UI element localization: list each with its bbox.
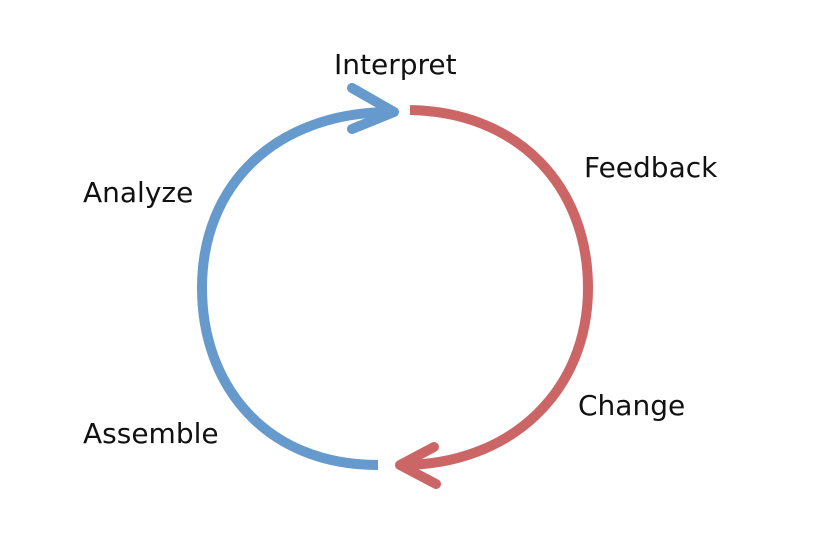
red-arrowhead [395, 442, 441, 489]
step-label-analyze: Analyze [83, 176, 194, 209]
step-label-change: Change [578, 389, 686, 422]
red-cycle-arc [401, 105, 594, 470]
step-label-assemble: Assemble [83, 417, 219, 450]
step-label-feedback: Feedback [584, 151, 718, 184]
blue-arrowhead [347, 83, 399, 134]
step-label-interpret: Interpret [334, 48, 457, 81]
blue-cycle-arc [196, 107, 393, 470]
